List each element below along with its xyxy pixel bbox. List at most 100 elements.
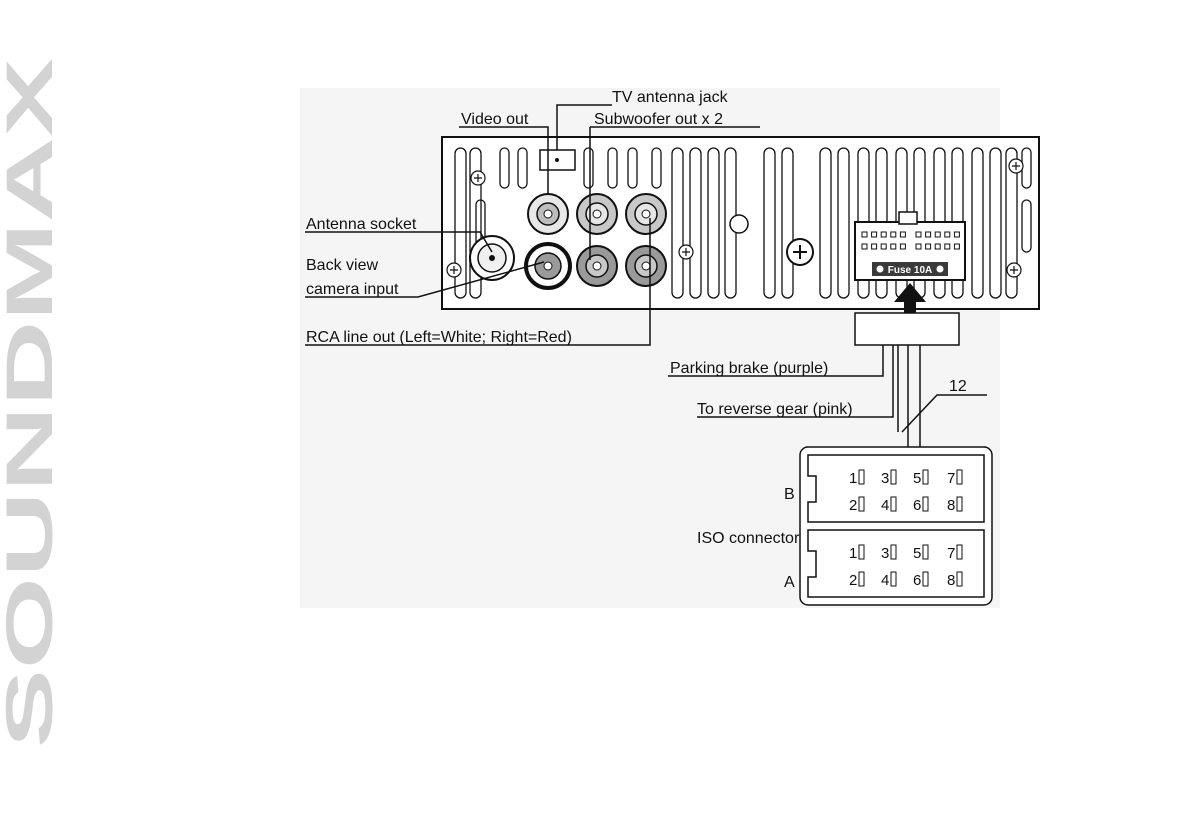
label-block-b: B: [784, 486, 795, 503]
socket-pin: [944, 243, 951, 250]
vent-slot: [1005, 147, 1018, 299]
iso-pin-number: 5: [913, 545, 921, 562]
socket-pin: [890, 243, 897, 250]
subwoofer-jack-lower: [576, 245, 618, 287]
harness-socket: Fuse 10A: [854, 211, 966, 281]
vent-slot: [989, 147, 1002, 299]
center-screw-left: [729, 214, 749, 234]
fuse-label: Fuse 10A: [888, 265, 932, 276]
vent-slot-short: [583, 147, 594, 189]
video-out-jack: [527, 193, 569, 235]
iso-block-b: [807, 454, 985, 523]
vent-slot-short: [627, 147, 638, 189]
socket-pin: [915, 231, 922, 238]
iso-pin-number: 8: [947, 572, 955, 589]
iso-pin-number: 1: [849, 545, 857, 562]
socket-pin: [880, 243, 887, 250]
vent-slot: [689, 147, 702, 299]
vent-slot-mid: [1021, 199, 1032, 253]
iso-pin-slot: [956, 469, 963, 485]
socket-pin: [880, 231, 887, 238]
label-wire-number: 12: [949, 378, 967, 395]
socket-pin: [899, 243, 906, 250]
socket-pin: [899, 231, 906, 238]
wire-bundle: [668, 345, 987, 447]
socket-pin: [953, 243, 960, 250]
iso-pin-number: 2: [849, 497, 857, 514]
socket-pin: [934, 231, 941, 238]
leader-lines: [305, 104, 760, 346]
iso-pin-slot: [890, 544, 897, 560]
soundmax-logo-text: SOUNDMAX: [0, 58, 64, 748]
label-video-out: Video out: [461, 111, 529, 128]
vent-slot: [837, 147, 850, 299]
vent-slot-short: [607, 147, 618, 189]
screw: [1006, 262, 1022, 278]
iso-pin-slot: [890, 496, 897, 512]
iso-pin-number: 2: [849, 572, 857, 589]
iso-pin-slot: [956, 544, 963, 560]
label-tv-antenna-jack: TV antenna jack: [612, 89, 729, 106]
label-reverse-gear: To reverse gear (pink): [697, 401, 853, 418]
iso-pin-slot: [922, 571, 929, 587]
tv-antenna-jack-hole: [555, 158, 559, 162]
plug-housing: [854, 312, 960, 346]
vent-slot: [469, 147, 482, 299]
vent-slot: [781, 147, 794, 299]
iso-pin-slot: [922, 496, 929, 512]
vent-slot-short: [651, 147, 662, 189]
iso-pin-number: 1: [849, 470, 857, 487]
rca-jacks: [524, 193, 667, 290]
screw: [678, 244, 694, 260]
iso-pin-slot: [890, 571, 897, 587]
callout-labels: TV antenna jack Video out Subwoofer out …: [306, 89, 967, 591]
harness-socket-pins: [861, 231, 960, 250]
iso-pin-number: 5: [913, 470, 921, 487]
iso-pin-number: 7: [947, 470, 955, 487]
screw: [470, 170, 486, 186]
socket-pin: [871, 243, 878, 250]
socket-pin: [915, 243, 922, 250]
rca-left-jack: [625, 193, 667, 235]
fuse-badge: [872, 262, 948, 276]
iso-pin-slot: [922, 544, 929, 560]
socket-pin: [925, 231, 932, 238]
iso-pin-slot: [858, 571, 865, 587]
iso-pin-slot: [956, 571, 963, 587]
iso-block-a: [807, 529, 985, 598]
socket-pin: [871, 231, 878, 238]
vent-slot: [454, 147, 467, 299]
label-iso-connector: ISO connector: [697, 530, 800, 547]
socket-pin: [925, 243, 932, 250]
antenna-socket: [469, 235, 515, 281]
socket-pin: [953, 231, 960, 238]
socket-pin: [890, 231, 897, 238]
screw: [1008, 158, 1024, 174]
iso-pin-number: 6: [913, 497, 921, 514]
screw: [446, 262, 462, 278]
subwoofer-jack-upper: [576, 193, 618, 235]
vent-slot: [819, 147, 832, 299]
vent-slot-short: [517, 147, 528, 189]
center-screw-right: [786, 238, 814, 266]
iso-pin-number: 3: [881, 470, 889, 487]
iso-pin-slot: [956, 496, 963, 512]
label-subwoofer-out: Subwoofer out x 2: [594, 111, 723, 128]
rca-right-jack: [625, 245, 667, 287]
socket-pin: [934, 243, 941, 250]
socket-pin: [944, 231, 951, 238]
iso-pin-number: 4: [881, 572, 889, 589]
panel-screws: [446, 158, 1024, 278]
label-rca-line-out: RCA line out (Left=White; Right=Red): [306, 329, 572, 346]
iso-pin-number: 7: [947, 545, 955, 562]
vent-slot: [971, 147, 984, 299]
iso-pin-number: 6: [913, 572, 921, 589]
iso-pin-number: 4: [881, 497, 889, 514]
socket-pin: [861, 231, 868, 238]
iso-pin-number: 3: [881, 545, 889, 562]
iso-pin-slot: [858, 469, 865, 485]
label-block-a: A: [784, 574, 795, 591]
label-parking-brake: Parking brake (purple): [670, 360, 828, 377]
